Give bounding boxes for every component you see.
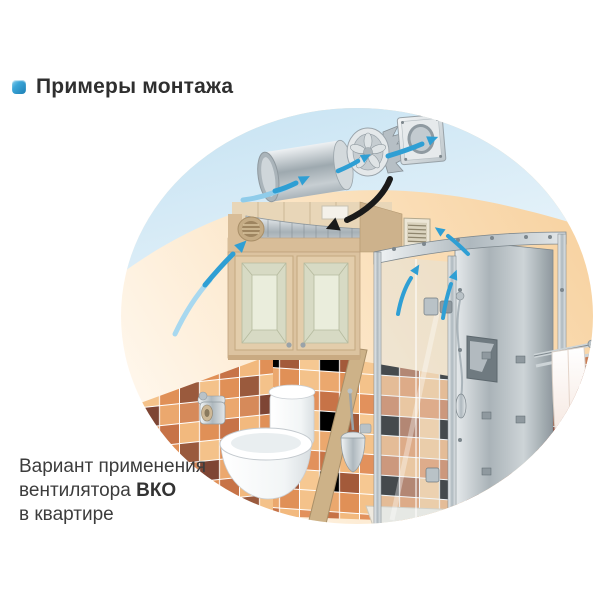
toilet-tank-lid	[268, 384, 316, 400]
door-hinge	[425, 467, 440, 483]
duct-connector	[321, 205, 349, 220]
caption-line-1: Вариант применения	[19, 456, 207, 477]
shower-cabin	[365, 231, 567, 524]
toilet-brush	[340, 388, 372, 473]
section-title: Примеры монтажа	[36, 75, 234, 98]
toilet-paper-holder	[197, 391, 226, 425]
door-knob	[300, 342, 306, 348]
section-header: Примеры монтажа	[12, 75, 234, 98]
cabinet-door-left	[234, 255, 294, 351]
shower-post-left	[373, 251, 382, 524]
caption-line-2: вентилятора ВКО	[19, 480, 177, 501]
shower-post-mid	[447, 255, 457, 524]
cabinet-door-right	[296, 255, 356, 351]
shower-panel	[454, 239, 554, 524]
toilet-bowl	[220, 446, 312, 500]
product-name: ВКО	[136, 480, 177, 501]
door-knob	[286, 342, 292, 348]
blue-square-bullet-icon	[12, 80, 26, 94]
wall-plate	[396, 113, 447, 166]
illustration-caption: Вариант применения вентилятора ВКО в ква…	[19, 455, 249, 527]
pointer-arrow	[325, 176, 393, 231]
airflow-arrows	[172, 136, 470, 337]
cabinet-grille	[237, 216, 265, 242]
wall-cabinet	[227, 201, 403, 360]
toilet	[219, 384, 316, 500]
wall-grille	[403, 217, 431, 248]
caption-line-3: в квартире	[19, 504, 114, 525]
